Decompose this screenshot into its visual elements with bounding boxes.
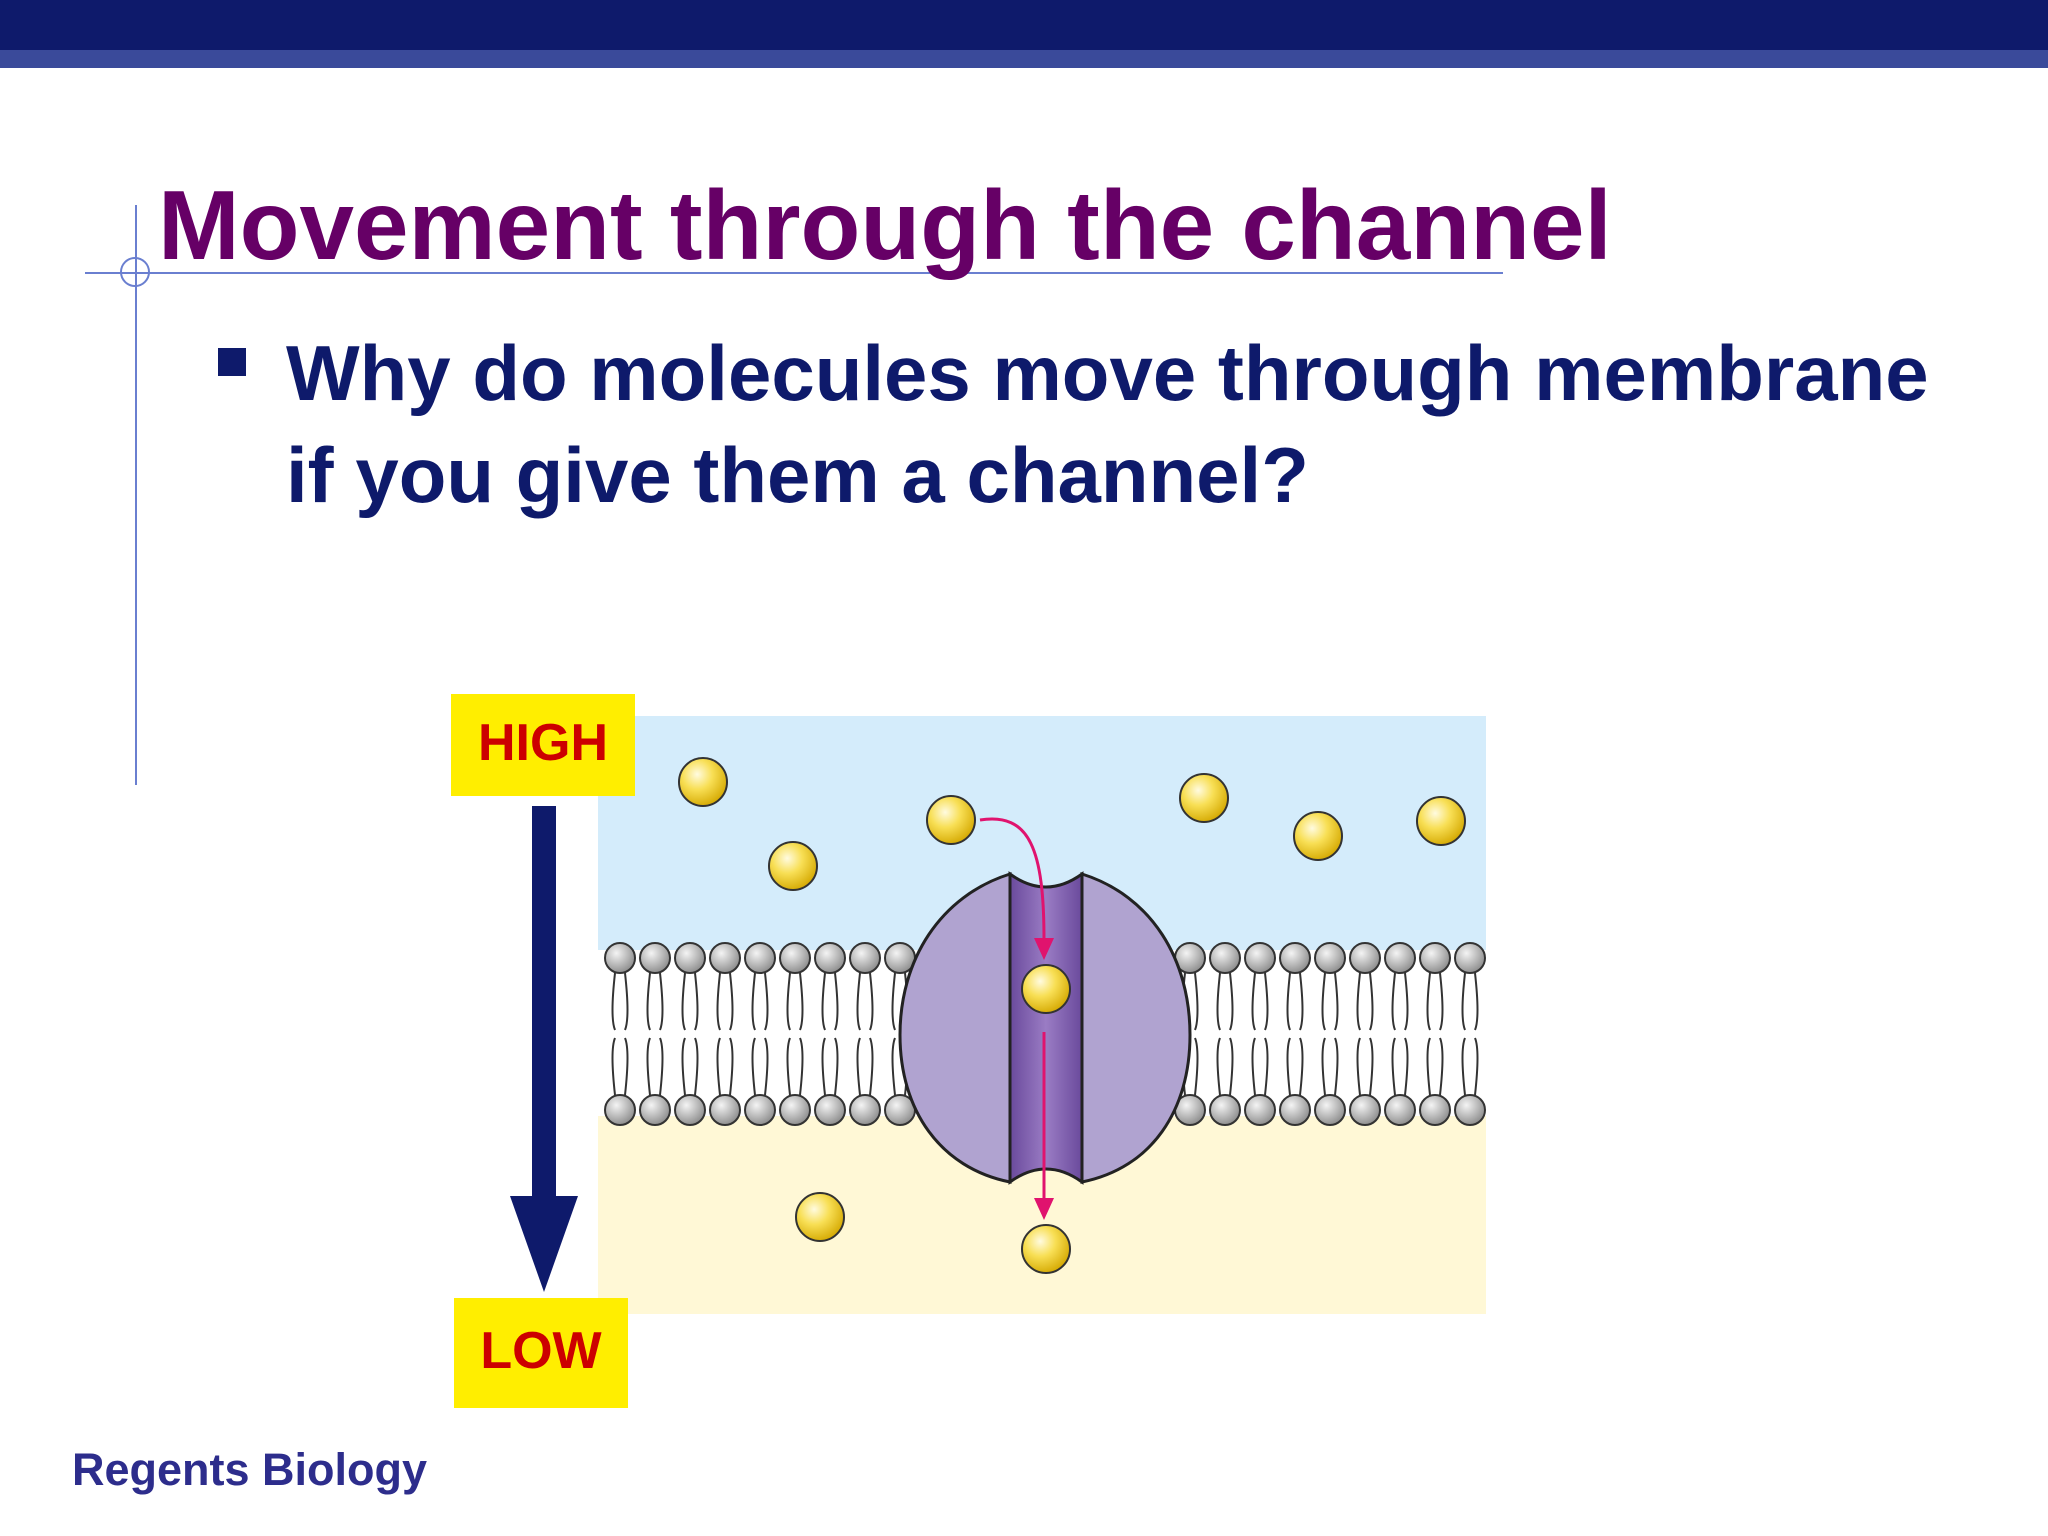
phospholipid-icon [1419, 1094, 1451, 1126]
phospholipid-icon [744, 1094, 776, 1126]
molecule-icon [768, 841, 818, 891]
decorative-horizontal-line [85, 272, 1503, 274]
top-bar-dark [0, 0, 2048, 50]
phospholipid-icon [849, 1094, 881, 1126]
lipid-tails [751, 972, 769, 1096]
lipid-tails [1286, 972, 1304, 1096]
high-label-box [451, 694, 635, 796]
flow-arrow [979, 817, 1046, 1200]
top-bar-light [0, 50, 2048, 68]
lipid-tails [646, 972, 664, 1096]
molecule-icon [1021, 964, 1071, 1014]
phospholipid-icon [814, 1094, 846, 1126]
phospholipid-icon [849, 942, 881, 974]
molecule-icon [795, 1192, 845, 1242]
low-label-box [454, 1298, 628, 1408]
protein-right-half [1080, 871, 1192, 1184]
high-label: HIGH [478, 714, 608, 772]
footer-course-name: Regents Biology [72, 1444, 428, 1495]
phospholipid-icon [1349, 942, 1381, 974]
phospholipid-icon [1279, 1094, 1311, 1126]
phospholipid-icon [604, 942, 636, 974]
top-bar [0, 0, 2048, 68]
gradient-arrowhead [510, 1196, 578, 1292]
molecule-icon [926, 795, 976, 845]
molecule-icon [1179, 773, 1229, 823]
bullet-text: Why do molecules move through membrane i… [286, 329, 1929, 519]
phospholipid-icon [1314, 1094, 1346, 1126]
phospholipid-icon [1209, 1094, 1241, 1126]
lipid-tails [716, 972, 734, 1096]
lipid-tails [1426, 972, 1444, 1096]
phospholipid-icon [1279, 942, 1311, 974]
lipid-tails [611, 972, 629, 1096]
decorative-vertical-line [135, 205, 137, 785]
phospholipid-icon [1244, 942, 1276, 974]
lipid-tails [1391, 972, 1409, 1096]
phospholipid-icon [744, 942, 776, 974]
phospholipid-icon [604, 1094, 636, 1126]
lipid-tails [1356, 972, 1374, 1096]
protein-left-half [898, 871, 1012, 1184]
gradient-arrow-shaft [532, 806, 556, 1238]
lipid-tails [681, 972, 699, 1096]
phospholipid-icon [1244, 1094, 1276, 1126]
lipid-tails [1216, 972, 1234, 1096]
bullet-square-icon [218, 348, 246, 376]
phospholipid-icon [639, 942, 671, 974]
molecule-icon [678, 757, 728, 807]
flow-arrowhead-top [1034, 938, 1054, 960]
phospholipid-icon [1454, 942, 1486, 974]
lipid-tails [1461, 972, 1479, 1096]
phospholipid-icon [779, 1094, 811, 1126]
phospholipid-icon [779, 942, 811, 974]
phospholipid-icon [1314, 942, 1346, 974]
phospholipid-icon [1419, 942, 1451, 974]
phospholipid-icon [674, 1094, 706, 1126]
phospholipid-icon [1384, 1094, 1416, 1126]
lipid-tails [1251, 972, 1269, 1096]
lipid-tails [786, 972, 804, 1096]
molecules [678, 757, 1466, 1274]
phospholipid-icon [814, 942, 846, 974]
molecule-icon [1021, 1224, 1071, 1274]
lipid-tails [821, 972, 839, 1096]
phospholipid-icon [639, 1094, 671, 1126]
molecule-icon [1293, 811, 1343, 861]
channel-protein-icon [898, 871, 1192, 1185]
phospholipid-icon [674, 942, 706, 974]
molecule-icon [1416, 796, 1466, 846]
lipid-tails [856, 972, 874, 1096]
phospholipid-icon [709, 942, 741, 974]
slide-title: Movement through the channel [158, 170, 1612, 280]
flow-arrowhead-bottom [1034, 1198, 1054, 1220]
lipid-bilayer-left [604, 942, 916, 1126]
phospholipid-icon [1384, 942, 1416, 974]
phospholipid-icon [709, 1094, 741, 1126]
low-label: LOW [480, 1322, 602, 1380]
decorative-crosshair-icon [120, 257, 150, 287]
phospholipid-icon [1454, 1094, 1486, 1126]
phospholipid-icon [1349, 1094, 1381, 1126]
channel-pore [1008, 871, 1084, 1185]
lipid-tails [1321, 972, 1339, 1096]
phospholipid-icon [1209, 942, 1241, 974]
